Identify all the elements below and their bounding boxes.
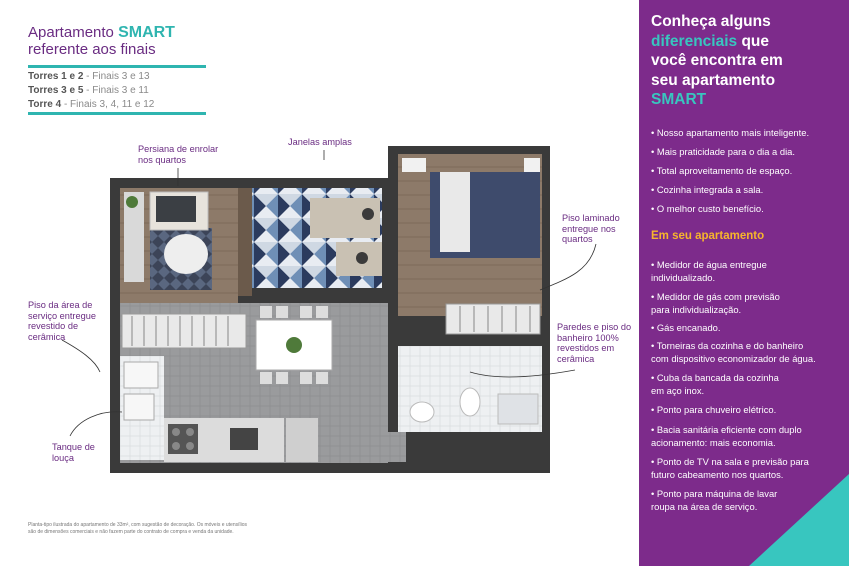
callout-line: entregue nos	[562, 223, 616, 234]
panel-title-line: Conheça alguns	[651, 13, 771, 30]
title-text: que	[737, 32, 770, 50]
feature-text: • Ponto de TV na sala e previsão para	[651, 456, 809, 467]
feature-text: • Bacia sanitária eficiente com duplo	[651, 424, 802, 435]
tower-row: Torres 3 e 5 - Finais 3 e 11	[28, 84, 154, 98]
title-prefix: Apartamento	[28, 24, 119, 41]
feature-item: • Nosso apartamento mais inteligente.	[651, 126, 843, 139]
feature-item: • Mais praticidade para o dia a dia.	[651, 145, 843, 158]
feature-text: • Ponto para chuveiro elétrico.	[651, 404, 777, 415]
callout-line: revestido de	[28, 321, 79, 331]
callout-line: revestidos em	[557, 343, 615, 353]
feature-item: • Ponto para máquina de lavar roupa na á…	[651, 487, 843, 513]
feature-item: • Torneiras da cozinha e do banheiro com…	[651, 339, 843, 365]
title-brand: SMART	[118, 24, 175, 41]
feature-text: • Medidor de gás com previsão	[651, 291, 780, 302]
feature-item: • O melhor custo benefício.	[651, 202, 843, 215]
floor-plan-illustration	[110, 146, 550, 473]
callout-line: banheiro 100%	[557, 332, 619, 343]
callout-line: Piso laminado	[562, 213, 620, 223]
feature-text: em aço inox.	[651, 385, 705, 396]
feature-text: • Nosso apartamento mais inteligente.	[651, 127, 810, 138]
tower-label: Torre 4	[28, 99, 62, 110]
callout-line: Paredes e piso do	[557, 322, 632, 332]
callout-line: cerâmica	[557, 353, 595, 364]
corner-accent	[749, 474, 849, 566]
callout-line: cerâmica	[28, 331, 66, 342]
feature-item: • Gás encanado.	[651, 321, 843, 334]
feature-text: para individualização.	[651, 304, 742, 315]
tower-label: Torres 3 e 5	[28, 85, 84, 96]
feature-text: • Total aproveitamento de espaço.	[651, 165, 793, 176]
tower-list: Torres 1 e 2 - Finais 3 e 13 Torres 3 e …	[28, 70, 154, 112]
callout-line: Janelas amplas	[288, 137, 352, 147]
feature-item: • Ponto de TV na sala e previsão para fu…	[651, 455, 843, 481]
feature-item: • Medidor de água entregue individualiza…	[651, 258, 843, 284]
feature-item: • Total aproveitamento de espaço.	[651, 164, 843, 177]
callout-persiana: Persiana de enrolar nos quartos	[138, 144, 218, 165]
feature-text: acionamento: mais economia.	[651, 437, 776, 448]
feature-text: com dispositivo economizador de água.	[651, 353, 816, 364]
callout-line: Piso da área de	[28, 300, 93, 310]
feature-item: • Cozinha integrada a sala.	[651, 183, 843, 196]
feature-text: • Torneiras da cozinha e do banheiro	[651, 340, 804, 351]
callout-line: Persiana de enrolar	[138, 144, 219, 154]
tower-finals: - Finais 3 e 13	[83, 71, 150, 82]
feature-text: • Ponto para máquina de lavar	[651, 488, 778, 499]
panel-subtitle: Em seu apartamento	[651, 230, 765, 242]
feature-text: • Cuba da bancada da cozinha	[651, 372, 779, 383]
disclaimer-line: Planta-tipo ilustrada do apartamento de …	[28, 522, 248, 528]
tower-finals: - Finais 3, 4, 11 e 12	[61, 99, 155, 110]
feature-text: roupa na área de serviço.	[651, 501, 758, 512]
callout-tanque: Tanque de louça	[52, 442, 95, 463]
tower-row: Torres 1 e 2 - Finais 3 e 13	[28, 70, 154, 84]
title-accent: diferenciais	[651, 32, 738, 50]
features-panel: Conheça alguns diferenciais que você enc…	[639, 0, 849, 566]
feature-item: • Ponto para chuveiro elétrico.	[651, 403, 843, 416]
callout-paredes-banheiro: Paredes e piso do banheiro 100% revestid…	[557, 322, 631, 364]
feature-text: individualizado.	[651, 272, 716, 283]
callout-line: Tanque de	[52, 442, 95, 452]
callout-line: serviço entregue	[28, 310, 96, 321]
header-divider-top	[28, 65, 206, 68]
page-title: Apartamento SMART referente aos finais	[28, 24, 175, 58]
tower-row: Torre 4 - Finais 3, 4, 11 e 12	[28, 98, 154, 112]
title-subtitle: referente aos finais	[28, 41, 156, 58]
callout-janelas: Janelas amplas	[288, 137, 352, 148]
feature-text: • Mais praticidade para o dia a dia.	[651, 146, 795, 157]
header-divider-bottom	[28, 112, 206, 115]
callout-piso-servico: Piso da área de serviço entregue revesti…	[28, 300, 96, 342]
callout-line: quartos	[562, 234, 593, 244]
tower-finals: - Finais 3 e 11	[83, 85, 149, 96]
panel-title: Conheça alguns diferenciais que você enc…	[651, 12, 843, 110]
feature-text: futuro cabeamento nos quartos.	[651, 469, 784, 480]
disclaimer: Planta-tipo ilustrada do apartamento de …	[28, 522, 328, 536]
callout-line: nos quartos	[138, 154, 187, 165]
callout-line: louça	[52, 452, 74, 463]
feature-item: • Bacia sanitária eficiente com duplo ac…	[651, 423, 843, 449]
callout-piso-laminado: Piso laminado entregue nos quartos	[562, 213, 620, 245]
feature-item: • Cuba da bancada da cozinha em aço inox…	[651, 371, 843, 397]
panel-title-line: diferenciais que	[651, 32, 843, 52]
feature-text: • Medidor de água entregue	[651, 259, 767, 270]
tower-label: Torres 1 e 2	[28, 71, 84, 82]
panel-title-line: seu apartamento	[651, 71, 776, 89]
panel-title-line: você encontra em	[651, 52, 783, 69]
panel-title-line: SMART	[651, 91, 707, 108]
disclaimer-line: são de dimensões comerciais e não fazem …	[28, 529, 234, 535]
feature-text: • Gás encanado.	[651, 322, 721, 333]
feature-text: • O melhor custo benefício.	[651, 203, 764, 214]
feature-text: • Cozinha integrada a sala.	[651, 184, 764, 195]
feature-item: • Medidor de gás com previsão para indiv…	[651, 290, 843, 316]
